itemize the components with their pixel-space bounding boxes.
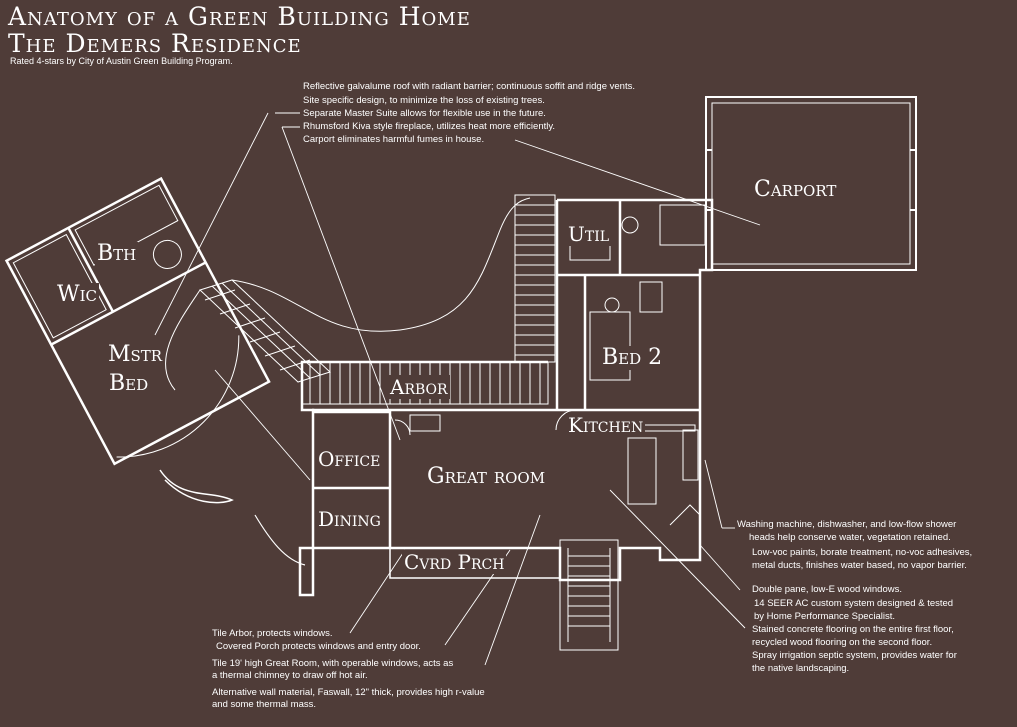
page-subtitle-residence: The Demers Residence xyxy=(8,29,302,58)
master-suite-outline xyxy=(4,176,271,466)
main-house-outline xyxy=(298,198,714,597)
covered-porch xyxy=(389,547,561,579)
room-label-covered-porch: Cvrd Prch xyxy=(402,550,507,574)
note-fireplace: Rhumsford Kiva style fireplace, utilizes… xyxy=(303,121,556,132)
room-label-great-room: Great room xyxy=(425,464,548,489)
note-master-suite: Separate Master Suite allows for flexibl… xyxy=(303,108,546,119)
note-landscaping: the native landscaping. xyxy=(752,663,850,674)
note-great-room: Tile 19' high Great Room, with operable … xyxy=(212,658,454,669)
room-label-wic: Wic xyxy=(55,282,100,307)
room-label-util: Util xyxy=(566,222,612,246)
note-covered-porch: Covered Porch protects windows and entry… xyxy=(216,641,421,652)
note-water-fixtures: Washing machine, dishwasher, and low-flo… xyxy=(737,519,957,530)
note-seer-ac: 14 SEER AC custom system designed & test… xyxy=(754,598,954,609)
note-wall-material: Alternative wall material, Faswall, 12" … xyxy=(212,687,485,698)
room-label-arbor: Arbor xyxy=(388,375,450,399)
room-label-dining: Dining xyxy=(316,507,383,531)
note-home-performance: by Home Performance Specialist. xyxy=(754,611,895,622)
curved-path xyxy=(159,469,234,504)
note-roof: Reflective galvalume roof with radiant b… xyxy=(303,81,635,92)
leader-lines xyxy=(154,112,761,666)
arbor-slats xyxy=(301,194,556,405)
room-label-mstr: Mstr xyxy=(106,342,165,367)
note-site-design: Site specific design, to minimize the lo… xyxy=(303,95,545,106)
carport-outline xyxy=(705,96,917,271)
note-septic: Spray irrigation septic system, provides… xyxy=(752,650,957,661)
note-metal-ducts: metal ducts, finishes water based, no va… xyxy=(752,560,967,571)
bridge-walkway xyxy=(165,197,531,391)
note-vegetation: heads help conserve water, vegetation re… xyxy=(749,532,951,543)
rating-note: Rated 4-stars by City of Austin Green Bu… xyxy=(10,56,233,66)
room-label-carport: Carport xyxy=(752,177,839,202)
page-title: Anatomy of a Green Building Home xyxy=(8,2,471,31)
room-label-kitchen: Kitchen xyxy=(566,413,646,437)
note-carport: Carport eliminates harmful fumes in hous… xyxy=(303,134,485,145)
note-windows: Double pane, low-E wood windows. xyxy=(752,584,902,595)
note-low-voc: Low-voc paints, borate treatment, no-voc… xyxy=(752,547,973,558)
room-label-bed: Bed xyxy=(107,371,151,396)
stair xyxy=(559,539,619,651)
room-label-office: Office xyxy=(316,447,383,471)
note-thermal-chimney: a thermal chimney to draw off hot air. xyxy=(212,670,368,681)
note-recycled-wood: recycled wood flooring on the second flo… xyxy=(752,637,933,648)
room-label-bth: Bth xyxy=(95,241,139,266)
note-thermal-mass: and some thermal mass. xyxy=(212,699,317,710)
note-concrete-floor: Stained concrete flooring on the entire … xyxy=(752,624,954,635)
room-label-bed2: Bed 2 xyxy=(600,345,665,370)
note-tile-arbor: Tile Arbor, protects windows. xyxy=(212,628,333,639)
